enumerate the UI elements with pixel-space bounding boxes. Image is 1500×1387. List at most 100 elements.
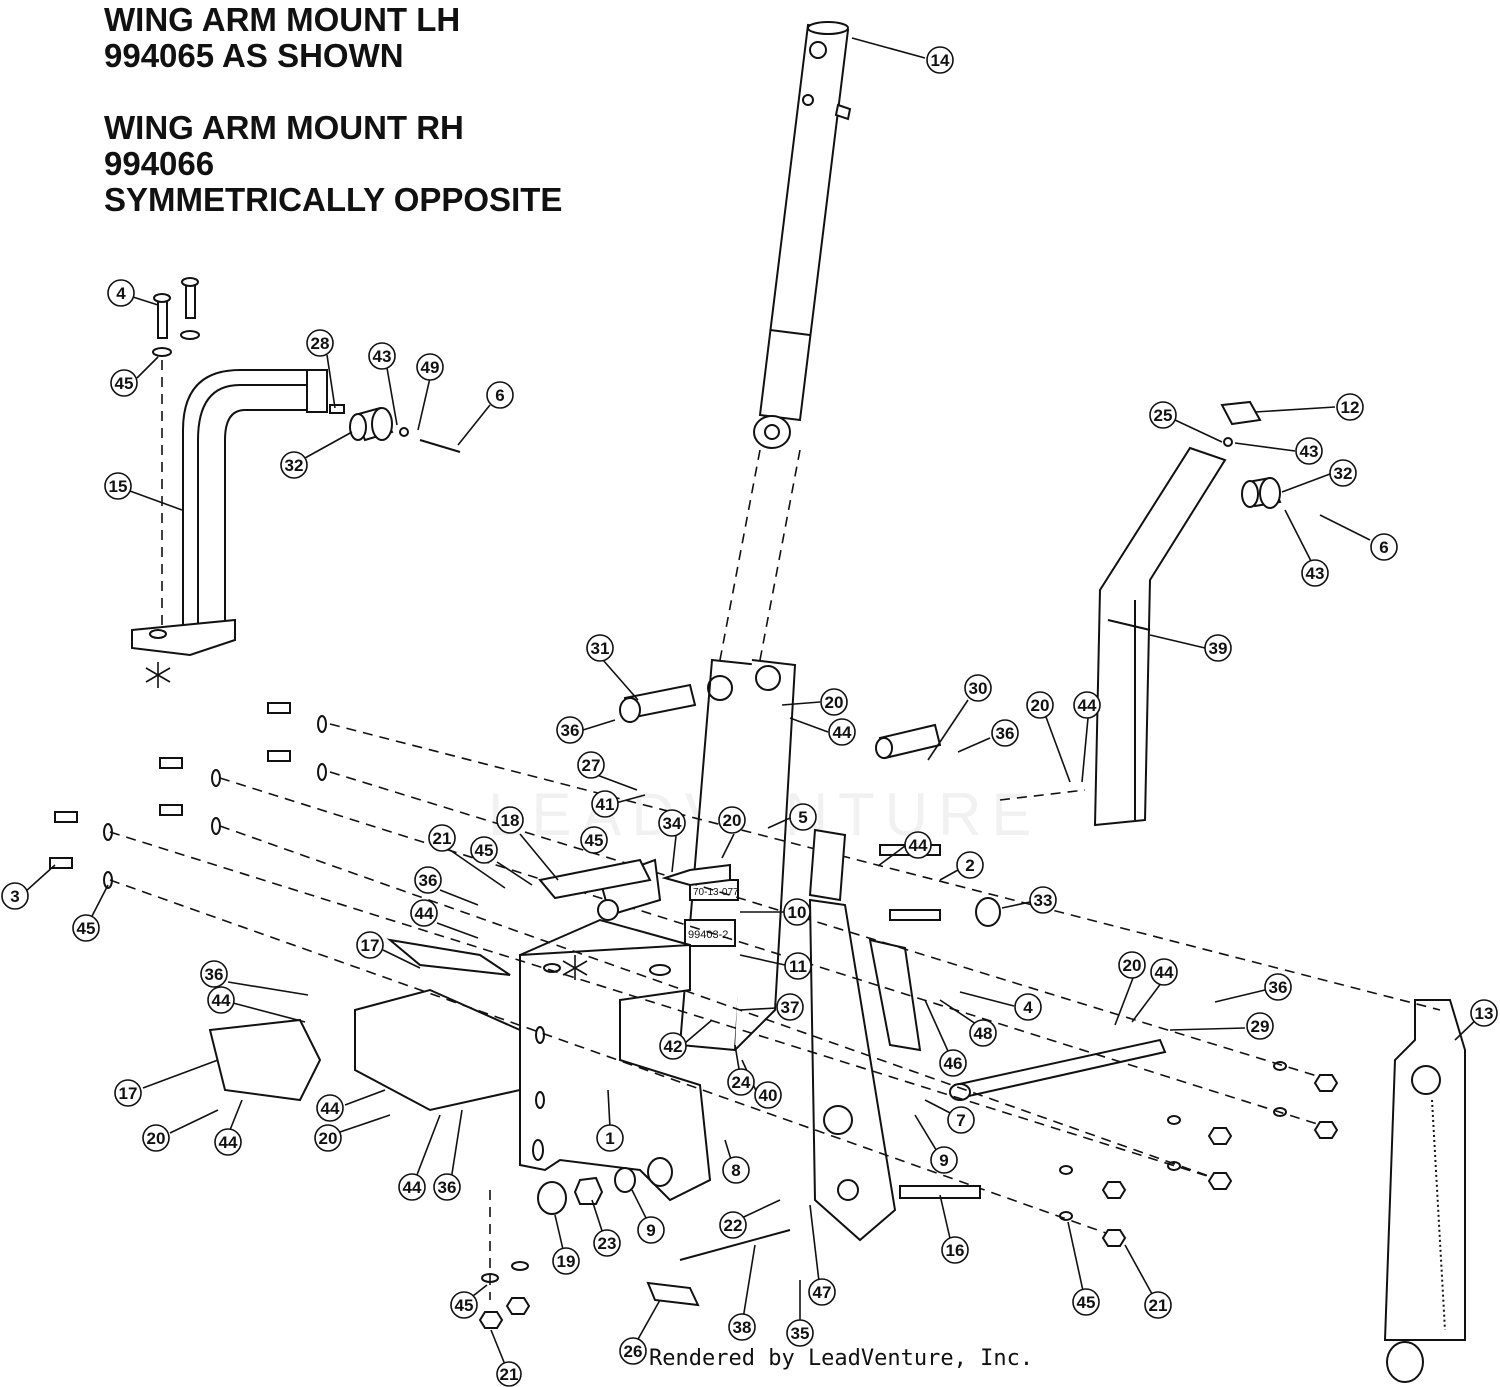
symmetry-note: SYMMETRICALLY OPPOSITE bbox=[104, 181, 563, 218]
svg-text:40: 40 bbox=[759, 1086, 778, 1105]
part-bracket-1 bbox=[519, 918, 712, 1202]
callout-45: 45 bbox=[72, 914, 100, 942]
svg-text:5: 5 bbox=[798, 808, 807, 827]
callout-29: 29 bbox=[1246, 1012, 1274, 1040]
callout-14: 14 bbox=[926, 46, 954, 74]
svg-text:4: 4 bbox=[116, 284, 126, 303]
callout-26: 26 bbox=[619, 1337, 647, 1365]
svg-text:44: 44 bbox=[1078, 696, 1097, 715]
callout-36: 36 bbox=[414, 866, 442, 894]
svg-text:48: 48 bbox=[974, 1024, 993, 1043]
callout-12: 12 bbox=[1336, 393, 1364, 421]
callout-18: 18 bbox=[496, 806, 524, 834]
svg-text:13: 13 bbox=[1475, 1004, 1494, 1023]
svg-text:3: 3 bbox=[10, 887, 19, 906]
svg-text:1: 1 bbox=[605, 1129, 614, 1148]
callout-25: 25 bbox=[1149, 401, 1177, 429]
svg-text:29: 29 bbox=[1251, 1017, 1270, 1036]
bolts-4-top bbox=[152, 277, 200, 357]
part-roller-32-left bbox=[329, 404, 461, 453]
svg-text:11: 11 bbox=[789, 957, 807, 976]
callout-34: 34 bbox=[658, 809, 686, 837]
callout-21: 21 bbox=[428, 824, 456, 852]
callout-8: 8 bbox=[722, 1156, 750, 1184]
callout-36: 36 bbox=[433, 1173, 461, 1201]
callout-36: 36 bbox=[1264, 973, 1292, 1001]
asterisk-markers bbox=[145, 662, 588, 980]
svg-text:2: 2 bbox=[965, 856, 974, 875]
callout-20: 20 bbox=[142, 1124, 170, 1152]
lower-parts bbox=[478, 683, 1001, 1329]
svg-text:44: 44 bbox=[833, 723, 852, 742]
callout-47: 47 bbox=[808, 1278, 836, 1306]
callout-20: 20 bbox=[1026, 691, 1054, 719]
decal-label-1: 70-13-077 bbox=[693, 887, 739, 898]
callout-6: 6 bbox=[1370, 533, 1398, 561]
svg-text:20: 20 bbox=[319, 1129, 338, 1148]
svg-text:46: 46 bbox=[944, 1054, 963, 1073]
callout-24: 24 bbox=[727, 1068, 755, 1096]
svg-text:6: 6 bbox=[495, 386, 504, 405]
svg-text:12: 12 bbox=[1341, 398, 1360, 417]
callout-13: 13 bbox=[1470, 999, 1498, 1027]
callout-41: 41 bbox=[591, 790, 619, 818]
svg-text:21: 21 bbox=[433, 829, 452, 848]
callout-4: 4 bbox=[1014, 993, 1042, 1021]
callout-32: 32 bbox=[1329, 459, 1357, 487]
svg-text:36: 36 bbox=[996, 724, 1015, 743]
callout-44: 44 bbox=[214, 1128, 242, 1156]
part-stand-15 bbox=[131, 369, 328, 657]
svg-text:36: 36 bbox=[419, 871, 438, 890]
svg-text:37: 37 bbox=[781, 998, 800, 1017]
callout-21: 21 bbox=[496, 1361, 522, 1387]
callout-5: 5 bbox=[789, 803, 817, 831]
svg-text:22: 22 bbox=[724, 1216, 743, 1235]
callout-45: 45 bbox=[450, 1291, 478, 1319]
svg-text:45: 45 bbox=[77, 919, 96, 938]
callout-42: 42 bbox=[659, 1032, 687, 1060]
svg-text:6: 6 bbox=[1379, 538, 1388, 557]
callout-36: 36 bbox=[200, 960, 228, 988]
callout-28: 28 bbox=[306, 329, 334, 357]
callout-31: 31 bbox=[586, 634, 614, 662]
svg-text:30: 30 bbox=[969, 679, 988, 698]
callout-38: 38 bbox=[728, 1313, 756, 1341]
callout-32: 32 bbox=[280, 451, 308, 479]
callout-17: 17 bbox=[114, 1079, 142, 1107]
svg-text:47: 47 bbox=[813, 1283, 832, 1302]
callout-45: 45 bbox=[1072, 1288, 1100, 1316]
callout-39: 39 bbox=[1204, 634, 1232, 662]
callout-20: 20 bbox=[314, 1124, 342, 1152]
svg-text:26: 26 bbox=[624, 1342, 643, 1361]
callout-37: 37 bbox=[776, 993, 804, 1021]
svg-text:21: 21 bbox=[500, 1365, 519, 1384]
svg-text:36: 36 bbox=[438, 1178, 457, 1197]
part-roller-32-right bbox=[1220, 400, 1282, 509]
svg-text:15: 15 bbox=[109, 477, 128, 496]
callout-9: 9 bbox=[930, 1146, 958, 1174]
callout-10: 10 bbox=[783, 898, 811, 926]
callout-45: 45 bbox=[580, 826, 608, 854]
svg-text:45: 45 bbox=[455, 1296, 474, 1315]
svg-text:32: 32 bbox=[1334, 464, 1353, 483]
svg-text:28: 28 bbox=[311, 334, 330, 353]
svg-text:45: 45 bbox=[585, 831, 604, 850]
part-spring-13 bbox=[1383, 999, 1466, 1383]
svg-text:44: 44 bbox=[403, 1178, 422, 1197]
svg-text:43: 43 bbox=[1300, 442, 1319, 461]
svg-text:44: 44 bbox=[321, 1099, 340, 1118]
svg-text:20: 20 bbox=[723, 811, 742, 830]
svg-text:36: 36 bbox=[205, 965, 224, 984]
svg-text:41: 41 bbox=[596, 795, 615, 814]
bolt-set-left bbox=[49, 702, 327, 889]
title-line-lh: WING ARM MOUNT LH bbox=[104, 1, 461, 38]
svg-text:33: 33 bbox=[1034, 891, 1053, 910]
render-credit: Rendered by LeadVenture, Inc. bbox=[649, 1346, 1034, 1371]
svg-text:43: 43 bbox=[373, 347, 392, 366]
callout-20: 20 bbox=[820, 688, 848, 716]
callout-1: 1 bbox=[596, 1124, 624, 1152]
callout-49: 49 bbox=[416, 353, 444, 381]
part-channel-17 bbox=[208, 938, 521, 1112]
svg-text:17: 17 bbox=[361, 936, 380, 955]
svg-text:9: 9 bbox=[939, 1151, 948, 1170]
